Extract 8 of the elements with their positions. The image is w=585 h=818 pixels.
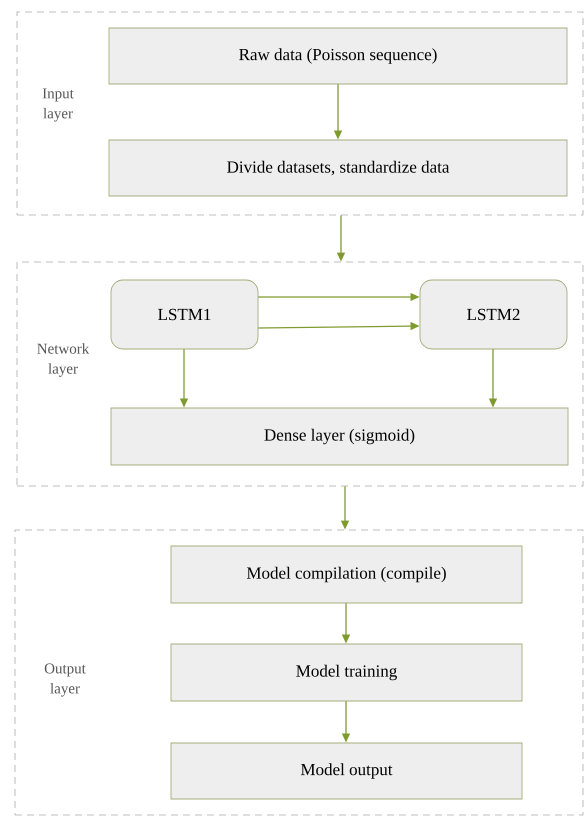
process-box: Model training (170, 644, 522, 702)
process-box: Model output (170, 742, 522, 800)
process-box: Divide datasets, standardize data (108, 140, 568, 196)
lstm-box: LSTM2 (420, 280, 568, 350)
process-box: Raw data (Poisson sequence) (108, 28, 568, 84)
process-box: Dense layer (sigmoid) (110, 408, 568, 466)
process-box: Model compilation (compile) (170, 546, 522, 604)
lstm-box: LSTM1 (110, 280, 258, 350)
